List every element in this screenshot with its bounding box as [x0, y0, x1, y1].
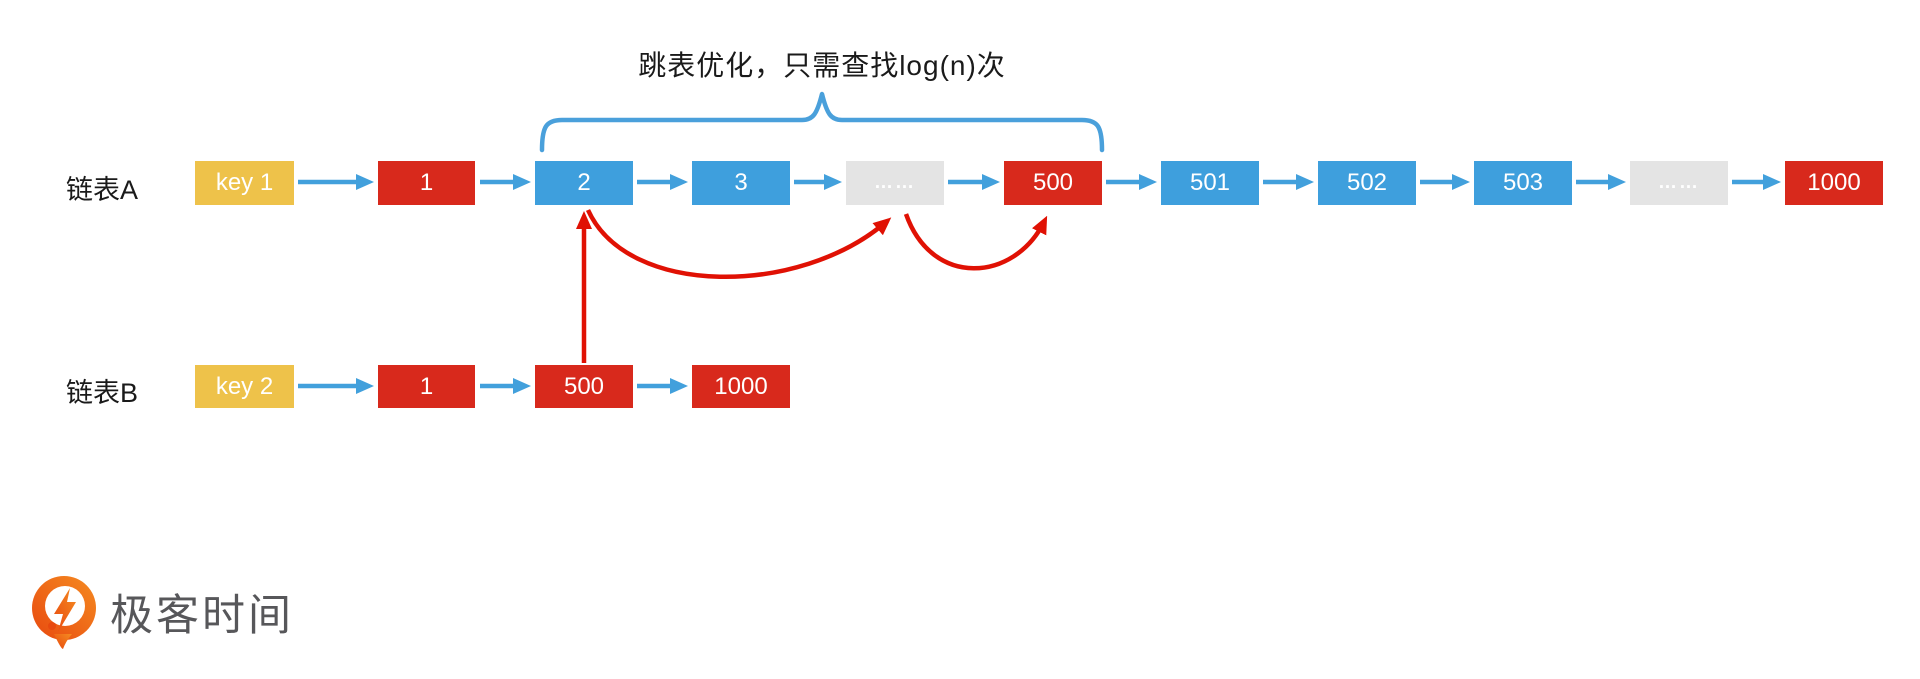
- node-a-502: 502: [1318, 161, 1416, 205]
- node-b-1000: 1000: [692, 365, 790, 408]
- node-a-3: 3: [692, 161, 790, 205]
- node-a-ellipsis-1: ……: [846, 161, 944, 205]
- node-a-1: 1: [378, 161, 475, 205]
- red-skip-arc-dots-to-500: [903, 213, 1048, 271]
- node-a-501: 501: [1161, 161, 1259, 205]
- node-a-ellipsis-2: ……: [1630, 161, 1728, 205]
- list-b-label: 链表B: [66, 378, 139, 408]
- node-a-500: 500: [1004, 161, 1102, 205]
- logo-icon: [32, 576, 96, 649]
- brace: [539, 91, 1105, 153]
- node-a-1000: 1000: [1785, 161, 1883, 205]
- red-skip-arc-2-to-dots: [585, 209, 892, 279]
- node-b-1: 1: [378, 365, 475, 408]
- node-b-500: 500: [535, 365, 633, 408]
- diagram-title: 跳表优化，只需查找log(n)次: [638, 50, 1006, 81]
- node-a-2: 2: [535, 161, 633, 205]
- logo-text: 极客时间: [110, 592, 294, 640]
- node-a-key1: key 1: [195, 161, 294, 205]
- node-b-key2: key 2: [195, 365, 294, 408]
- list-a-label: 链表A: [66, 175, 139, 205]
- node-a-503: 503: [1474, 161, 1572, 205]
- logo: 极客时间: [30, 574, 294, 650]
